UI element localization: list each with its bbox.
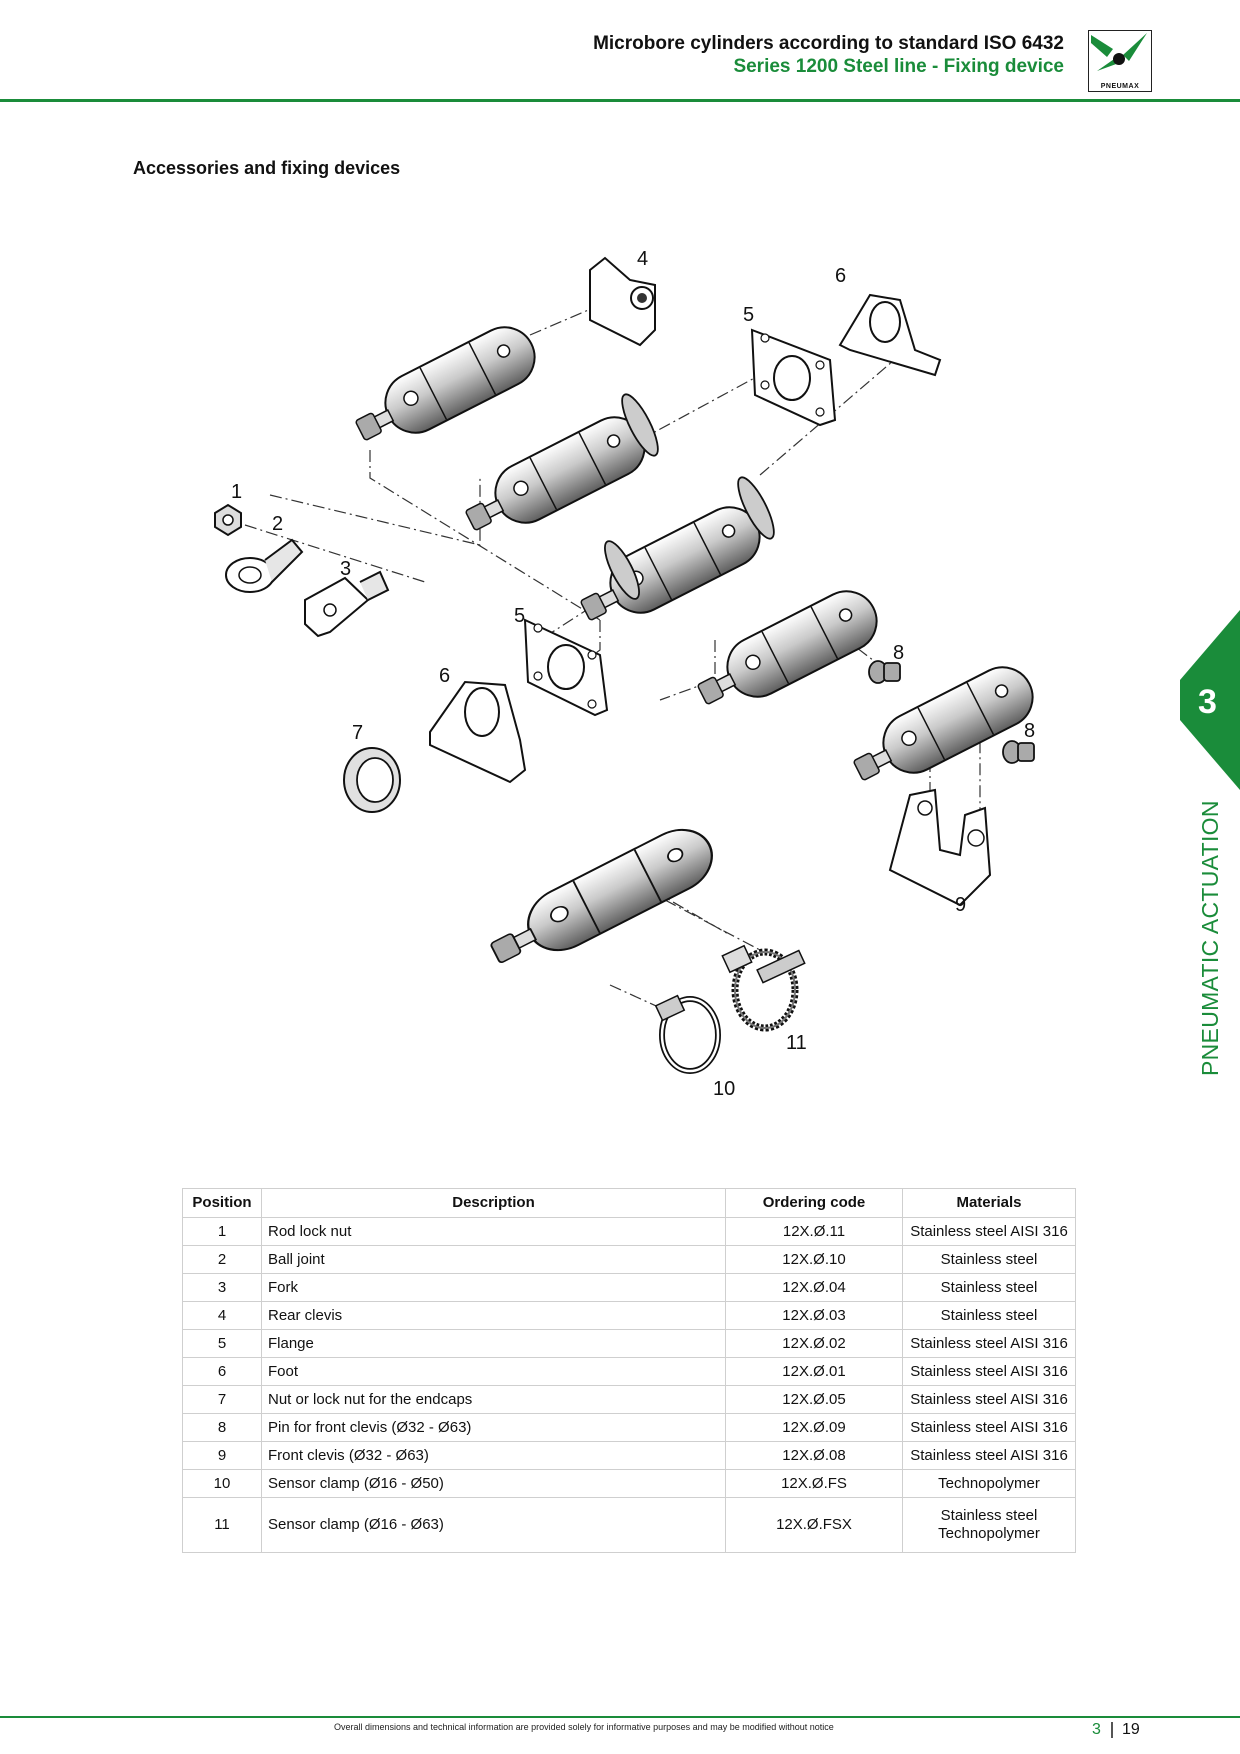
logo-text: PNEUMAX xyxy=(1100,83,1140,90)
cell-description: Ball joint xyxy=(261,1245,726,1274)
callout-9: 9 xyxy=(955,894,966,916)
callout-8-left: 8 xyxy=(893,642,904,664)
table-row: 4 Rear clevis 12X.Ø.03 Stainless steel xyxy=(182,1301,1076,1330)
cell-material: Stainless steel AISI 316 xyxy=(902,1413,1076,1442)
table-row: 3 Fork 12X.Ø.04 Stainless steel xyxy=(182,1273,1076,1302)
cell-material-line2: Technopolymer xyxy=(938,1525,1040,1542)
section-title: Accessories and fixing devices xyxy=(133,158,401,178)
table-header-row: Position Description Ordering code Mater… xyxy=(182,1188,1076,1218)
column-header-ordering-code: Ordering code xyxy=(725,1188,903,1218)
cell-position: 10 xyxy=(182,1469,262,1498)
cell-material: Stainless steel AISI 316 xyxy=(902,1329,1076,1358)
column-header-description: Description xyxy=(261,1188,726,1218)
chapter-label: PNEUMATIC ACTUATION xyxy=(1197,800,1223,1076)
page-subtitle: Series 1200 Steel line - Fixing device xyxy=(733,56,1064,77)
callout-5-top: 5 xyxy=(743,304,754,326)
callout-2: 2 xyxy=(272,513,283,535)
cell-material: Stainless steel AISI 316 xyxy=(902,1385,1076,1414)
callout-7: 7 xyxy=(352,722,363,744)
brand-logo: PNEUMAX xyxy=(1088,30,1152,92)
callout-8-right: 8 xyxy=(1024,720,1035,742)
chapter-tab xyxy=(1180,610,1240,790)
callout-10: 10 xyxy=(713,1078,735,1100)
table-row: 5 Flange 12X.Ø.02 Stainless steel AISI 3… xyxy=(182,1329,1076,1358)
page-number: 19 xyxy=(1122,1721,1140,1738)
cell-position: 4 xyxy=(182,1301,262,1330)
pneumax-logo-icon xyxy=(1091,33,1147,71)
cell-material: Stainless steel xyxy=(902,1301,1076,1330)
table-row: 10 Sensor clamp (Ø16 - Ø50) 12X.Ø.FS Tec… xyxy=(182,1469,1076,1498)
column-header-position: Position xyxy=(182,1188,262,1218)
cell-description: Fork xyxy=(261,1273,726,1302)
cell-position: 6 xyxy=(182,1357,262,1386)
cell-position: 9 xyxy=(182,1441,262,1470)
cell-description: Pin for front clevis (Ø32 - Ø63) xyxy=(261,1413,726,1442)
cell-material: Stainless steel xyxy=(902,1245,1076,1274)
footer-separator xyxy=(1111,1722,1113,1738)
table-row: 8 Pin for front clevis (Ø32 - Ø63) 12X.Ø… xyxy=(182,1413,1076,1442)
cell-material: Stainless steel AISI 316 xyxy=(902,1441,1076,1470)
table-row: 9 Front clevis (Ø32 - Ø63) 12X.Ø.08 Stai… xyxy=(182,1441,1076,1470)
table-row: 2 Ball joint 12X.Ø.10 Stainless steel xyxy=(182,1245,1076,1274)
callout-4: 4 xyxy=(637,248,648,270)
callout-3: 3 xyxy=(340,558,351,580)
cell-position: 5 xyxy=(182,1329,262,1358)
callout-5-lower: 5 xyxy=(514,605,525,627)
cell-material-line1: Stainless steel xyxy=(940,1507,1038,1524)
cell-material: Stainless steel AISI 316 xyxy=(902,1217,1076,1246)
cell-ordering-code: 12X.Ø.11 xyxy=(725,1217,903,1246)
cell-description: Sensor clamp (Ø16 - Ø50) xyxy=(261,1469,726,1498)
cell-position: 1 xyxy=(182,1217,262,1246)
cell-ordering-code: 12X.Ø.04 xyxy=(725,1273,903,1302)
table-row: 1 Rod lock nut 12X.Ø.11 Stainless steel … xyxy=(182,1217,1076,1246)
footer-divider xyxy=(0,1716,1240,1718)
cell-ordering-code: 12X.Ø.FSX xyxy=(725,1497,903,1553)
table-row: 11 Sensor clamp (Ø16 - Ø63) 12X.Ø.FSX St… xyxy=(182,1497,1076,1553)
cell-position: 2 xyxy=(182,1245,262,1274)
cell-description: Nut or lock nut for the endcaps xyxy=(261,1385,726,1414)
column-header-materials: Materials xyxy=(902,1188,1076,1218)
cell-description: Rod lock nut xyxy=(261,1217,726,1246)
cell-ordering-code: 12X.Ø.10 xyxy=(725,1245,903,1274)
callout-11: 11 xyxy=(786,1032,807,1054)
cell-material: Technopolymer xyxy=(902,1469,1076,1498)
cell-ordering-code: 12X.Ø.03 xyxy=(725,1301,903,1330)
cell-ordering-code: 12X.Ø.05 xyxy=(725,1385,903,1414)
footer-disclaimer: Overall dimensions and technical informa… xyxy=(334,1722,834,1732)
cell-description: Sensor clamp (Ø16 - Ø63) xyxy=(261,1497,726,1553)
cell-position: 7 xyxy=(182,1385,262,1414)
callout-6-lower: 6 xyxy=(439,665,450,687)
cell-position: 3 xyxy=(182,1273,262,1302)
cell-description: Foot xyxy=(261,1357,726,1386)
cell-material: Stainless steel AISI 316 xyxy=(902,1357,1076,1386)
cell-ordering-code: 12X.Ø.02 xyxy=(725,1329,903,1358)
cell-ordering-code: 12X.Ø.FS xyxy=(725,1469,903,1498)
cell-ordering-code: 12X.Ø.08 xyxy=(725,1441,903,1470)
cell-description: Rear clevis xyxy=(261,1301,726,1330)
cell-description: Front clevis (Ø32 - Ø63) xyxy=(261,1441,726,1470)
callout-6-top: 6 xyxy=(835,265,846,287)
accessories-table: Position Description Ordering code Mater… xyxy=(182,1188,1076,1553)
cell-material: Stainless steel xyxy=(902,1273,1076,1302)
cell-description: Flange xyxy=(261,1329,726,1358)
page-title: Microbore cylinders according to standar… xyxy=(593,33,1064,54)
callout-1: 1 xyxy=(231,481,242,503)
header-divider xyxy=(0,99,1240,102)
cell-position: 11 xyxy=(182,1497,262,1553)
table-row: 7 Nut or lock nut for the endcaps 12X.Ø.… xyxy=(182,1385,1076,1414)
table-row: 6 Foot 12X.Ø.01 Stainless steel AISI 316 xyxy=(182,1357,1076,1386)
cell-material: Stainless steel Technopolymer xyxy=(902,1497,1076,1553)
chapter-number: 3 xyxy=(1198,683,1217,721)
cell-position: 8 xyxy=(182,1413,262,1442)
accessories-exploded-diagram: 1 2 3 4 5 6 5 6 7 8 8 9 10 11 xyxy=(214,248,1044,1100)
cell-ordering-code: 12X.Ø.09 xyxy=(725,1413,903,1442)
footer-chapter-number: 3 xyxy=(1092,1721,1101,1738)
cell-ordering-code: 12X.Ø.01 xyxy=(725,1357,903,1386)
